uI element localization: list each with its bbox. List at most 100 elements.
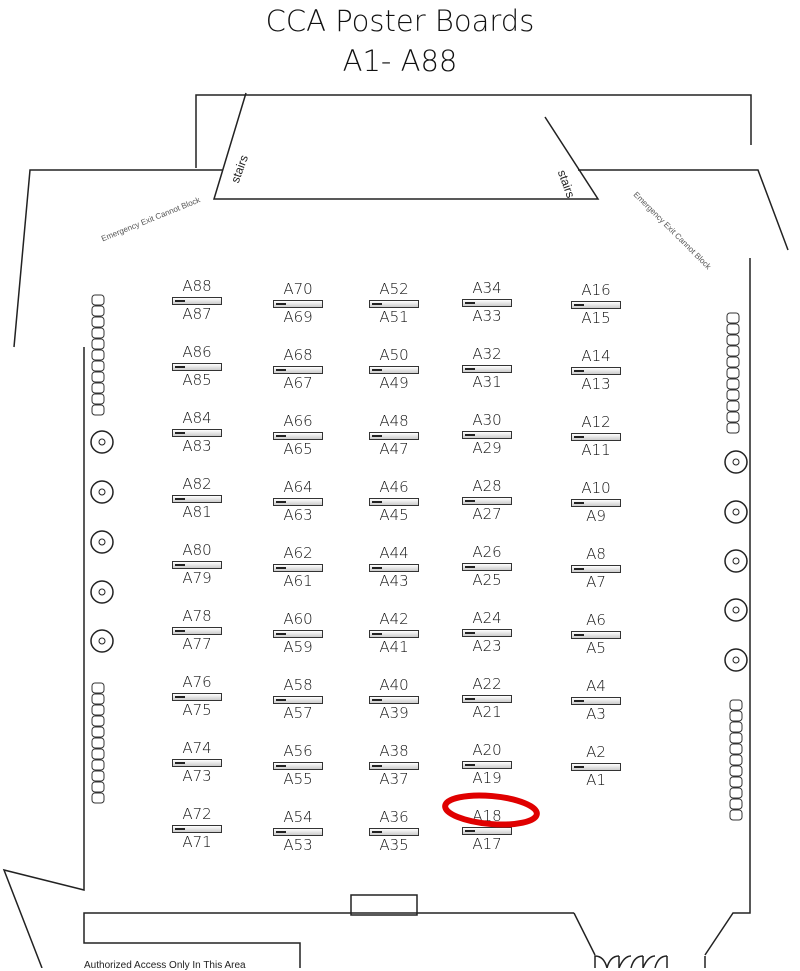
poster-board[interactable]	[462, 695, 512, 703]
booth-label-bottom: A13	[581, 375, 611, 393]
poster-board[interactable]	[273, 630, 323, 638]
poster-board[interactable]	[273, 432, 323, 440]
poster-board[interactable]	[369, 828, 419, 836]
chair	[726, 334, 740, 346]
poster-board[interactable]	[172, 363, 222, 371]
poster-board[interactable]	[369, 432, 419, 440]
chair	[91, 327, 105, 339]
poster-board[interactable]	[462, 761, 512, 769]
poster-board[interactable]	[273, 762, 323, 770]
poster-board[interactable]	[571, 499, 621, 507]
poster-board[interactable]	[273, 564, 323, 572]
poster-board[interactable]	[172, 693, 222, 701]
poster-board[interactable]	[369, 366, 419, 374]
chair	[91, 360, 105, 372]
poster-board[interactable]	[273, 498, 323, 506]
poster-board[interactable]	[273, 366, 323, 374]
poster-board[interactable]	[571, 433, 621, 441]
chair	[91, 371, 105, 383]
poster-board[interactable]	[462, 497, 512, 505]
poster-board[interactable]	[172, 495, 222, 503]
poster-board[interactable]	[462, 629, 512, 637]
poster-board[interactable]	[462, 563, 512, 571]
poster-board[interactable]	[369, 696, 419, 704]
poster-board[interactable]	[571, 565, 621, 573]
poster-board[interactable]	[369, 498, 419, 506]
poster-board[interactable]	[369, 564, 419, 572]
poster-board[interactable]	[369, 300, 419, 308]
poster-board[interactable]	[571, 763, 621, 771]
poster-board[interactable]	[273, 828, 323, 836]
booth-label-top: A66	[283, 412, 313, 430]
poster-board[interactable]	[462, 431, 512, 439]
poster-board[interactable]	[172, 429, 222, 437]
poster-board[interactable]	[273, 300, 323, 308]
poster-board[interactable]	[273, 696, 323, 704]
poster-board[interactable]	[571, 367, 621, 375]
booth-label-bottom: A71	[182, 833, 212, 851]
poster-board[interactable]	[172, 825, 222, 833]
booth-label-bottom: A43	[379, 572, 409, 590]
chair	[91, 781, 105, 793]
chair	[91, 338, 105, 350]
poster-board[interactable]	[172, 561, 222, 569]
poster-board[interactable]	[369, 762, 419, 770]
poster-board[interactable]	[571, 697, 621, 705]
booth-label-bottom: A57	[283, 704, 313, 722]
poster-board[interactable]	[462, 827, 512, 835]
poster-board[interactable]	[172, 759, 222, 767]
poster-board[interactable]	[462, 299, 512, 307]
poster-board[interactable]	[571, 301, 621, 309]
booth-label-top: A68	[283, 346, 313, 364]
poster-board[interactable]	[369, 630, 419, 638]
poster-board[interactable]	[571, 631, 621, 639]
poster-board[interactable]	[462, 365, 512, 373]
poster-board[interactable]	[172, 297, 222, 305]
poster-board[interactable]	[172, 627, 222, 635]
